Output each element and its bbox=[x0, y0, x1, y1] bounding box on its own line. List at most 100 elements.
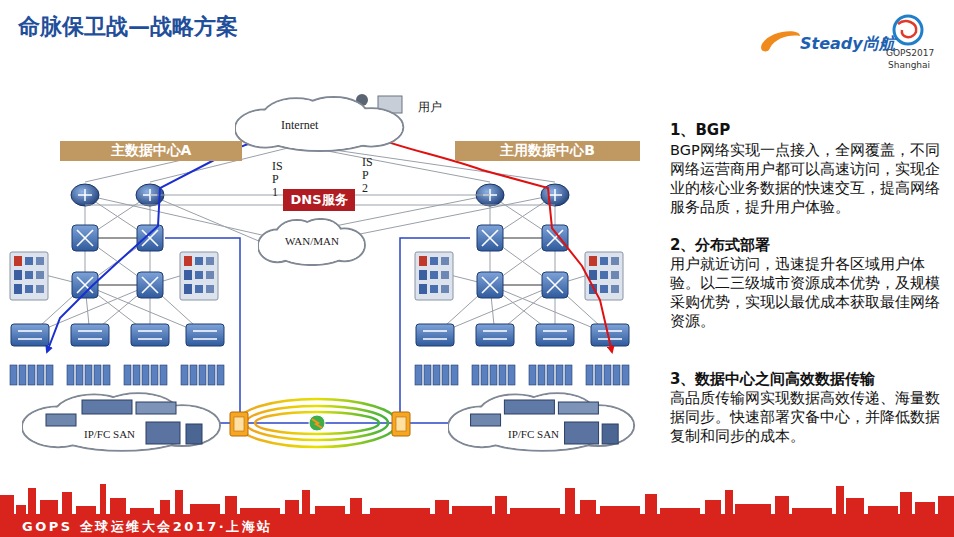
panel-module bbox=[611, 285, 619, 293]
switch-arrows bbox=[543, 331, 567, 339]
server-icon bbox=[76, 365, 83, 385]
fiber-wire bbox=[165, 238, 240, 412]
router-arrows bbox=[78, 189, 92, 201]
firewall-panel bbox=[415, 252, 453, 300]
panel-module bbox=[195, 285, 203, 293]
server-icon bbox=[529, 365, 536, 385]
server-icon bbox=[94, 365, 101, 385]
panel-module bbox=[36, 285, 44, 293]
access-switch bbox=[416, 324, 454, 346]
storage-array bbox=[565, 422, 599, 444]
switch-arrows bbox=[78, 331, 102, 339]
panel-module bbox=[441, 257, 449, 265]
server-icon bbox=[160, 365, 167, 385]
point-body: 用户就近访问，迅速提升各区域用户体验。以二三级城市资源成本优势，及规模采购优势，… bbox=[670, 255, 940, 331]
panel-module bbox=[589, 270, 597, 280]
panel-module bbox=[184, 284, 192, 294]
access-switch bbox=[536, 324, 574, 346]
server-icon bbox=[451, 365, 458, 385]
gops-logo bbox=[894, 16, 922, 44]
panel-module bbox=[419, 270, 427, 280]
panel-module bbox=[419, 256, 427, 266]
fiber-wire bbox=[400, 238, 470, 412]
server-icon bbox=[538, 365, 545, 385]
server-icon bbox=[508, 365, 515, 385]
access-switch bbox=[476, 324, 514, 346]
node-text: 主数据中心A bbox=[111, 142, 192, 160]
panel-module bbox=[419, 284, 427, 294]
panel-module bbox=[430, 285, 438, 293]
logo-text: GOPS2017 bbox=[886, 48, 934, 58]
server-icon bbox=[595, 365, 602, 385]
l3-switch bbox=[72, 225, 98, 251]
panel-module bbox=[195, 257, 203, 265]
switch-arrows bbox=[77, 277, 93, 293]
isp-label: ISP1 bbox=[272, 160, 284, 200]
panel-module bbox=[206, 285, 214, 293]
san-cloud: IP/FC SAN bbox=[22, 392, 222, 452]
datacenter-band: 主用数据中心B bbox=[455, 141, 640, 161]
firewall-panel bbox=[180, 252, 218, 300]
server-icon bbox=[424, 365, 431, 385]
panel-module bbox=[600, 285, 608, 293]
storage-array bbox=[46, 414, 76, 426]
panel-module bbox=[14, 270, 22, 280]
panel-module bbox=[25, 257, 33, 265]
access-switch bbox=[186, 324, 224, 346]
san-cloud: IP/FC SAN bbox=[448, 392, 636, 452]
storage-array bbox=[504, 400, 554, 414]
server-icon bbox=[208, 365, 215, 385]
cloud-outline bbox=[448, 392, 636, 452]
access-switch bbox=[71, 324, 109, 346]
slide-title: 命脉保卫战—战略方案 bbox=[18, 12, 238, 42]
optical-device bbox=[392, 412, 410, 436]
server-icon bbox=[556, 365, 563, 385]
switch-arrows bbox=[142, 277, 158, 293]
node-text: WAN/MAN bbox=[283, 235, 341, 247]
logo-text: Steady尚航 bbox=[800, 34, 895, 55]
node-text: DNS服务 bbox=[290, 191, 347, 209]
panel-module bbox=[14, 256, 22, 266]
server-icon bbox=[46, 365, 53, 385]
switch-arrows bbox=[483, 331, 507, 339]
transport-ring bbox=[255, 412, 379, 434]
firewall-panel bbox=[10, 252, 48, 300]
server-icon bbox=[433, 365, 440, 385]
server-icon bbox=[133, 365, 140, 385]
core-switch bbox=[137, 272, 163, 298]
panel-module bbox=[206, 271, 214, 279]
internet-cloud: Internet bbox=[235, 96, 405, 152]
cloud-lobe-fill bbox=[263, 118, 377, 150]
server-icon bbox=[199, 365, 206, 385]
server-icon bbox=[10, 365, 17, 385]
server-icon bbox=[604, 365, 611, 385]
panel-module bbox=[14, 284, 22, 294]
storage-array bbox=[186, 424, 202, 444]
server-icon bbox=[37, 365, 44, 385]
gops-logo-swirl bbox=[898, 21, 916, 37]
l3-switch bbox=[542, 225, 568, 251]
storage-array bbox=[82, 400, 132, 414]
node-text: IP/FC SAN bbox=[82, 428, 137, 440]
panel-module bbox=[441, 285, 449, 293]
server-icon bbox=[415, 365, 422, 385]
server-icon bbox=[19, 365, 26, 385]
logo-swoosh bbox=[761, 31, 800, 51]
server-icon bbox=[217, 365, 224, 385]
core-switch bbox=[477, 272, 503, 298]
core-switch bbox=[542, 272, 568, 298]
server-icon bbox=[547, 365, 554, 385]
panel-module bbox=[184, 270, 192, 280]
panel-module bbox=[611, 257, 619, 265]
footer-band bbox=[0, 514, 954, 537]
server-icon bbox=[28, 365, 35, 385]
access-switch bbox=[11, 324, 49, 346]
server-icon bbox=[622, 365, 629, 385]
panel-module bbox=[206, 257, 214, 265]
switch-arrows bbox=[482, 230, 498, 246]
storage-array bbox=[558, 402, 598, 414]
footer-text: GOPS 全球运维大会2017·上海站 bbox=[22, 518, 273, 536]
storage-array bbox=[471, 414, 501, 426]
device-face bbox=[396, 417, 406, 431]
server-icon bbox=[490, 365, 497, 385]
